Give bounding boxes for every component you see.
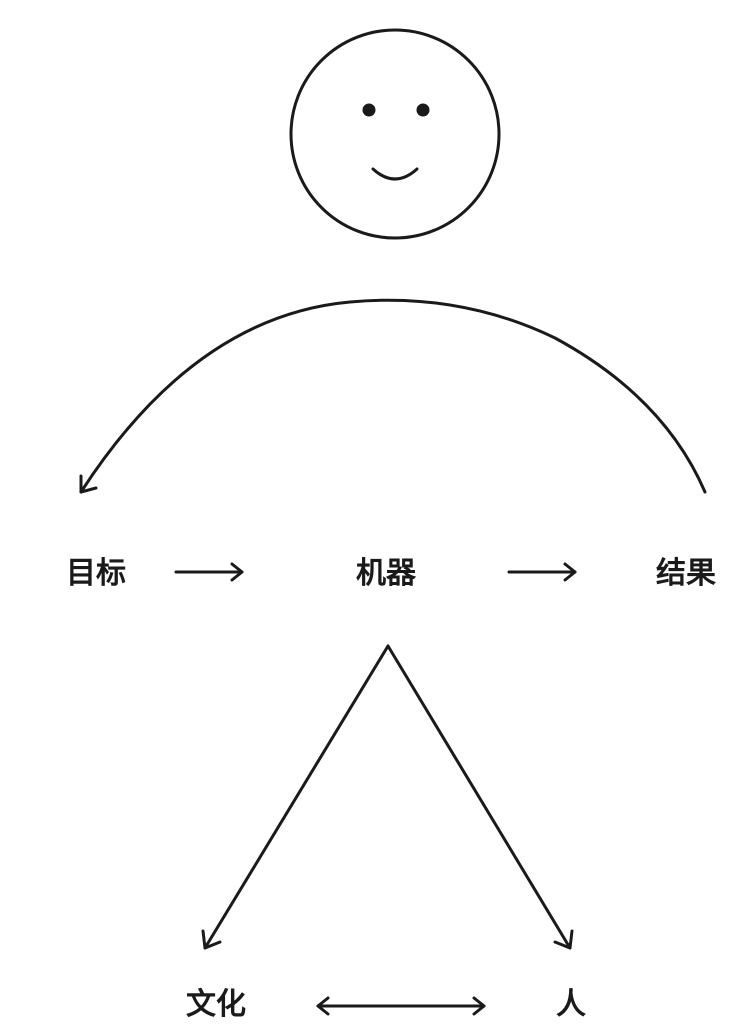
face-left-eye [362, 103, 376, 117]
node-result: 结果 [656, 556, 716, 591]
feedback-arc [79, 298, 707, 494]
node-person: 人 [556, 987, 586, 1022]
machine-to-person-arrow [386, 644, 574, 950]
goal-to-machine-arrow [174, 562, 244, 582]
node-culture: 文化 [186, 987, 246, 1022]
feedback-arc-arrowhead [79, 474, 98, 494]
face-right-eye [416, 103, 430, 117]
machine-to-culture-arrow [201, 644, 390, 950]
smiley-face-icon [289, 28, 501, 240]
culture-person-double-arrow [316, 996, 486, 1016]
node-goal: 目标 [66, 556, 126, 591]
face-outline [289, 28, 501, 240]
node-machine: 机器 [356, 556, 417, 591]
face-smile [371, 167, 419, 181]
feedback-arc-arrow [79, 298, 707, 494]
machine-to-result-arrow [507, 562, 577, 582]
